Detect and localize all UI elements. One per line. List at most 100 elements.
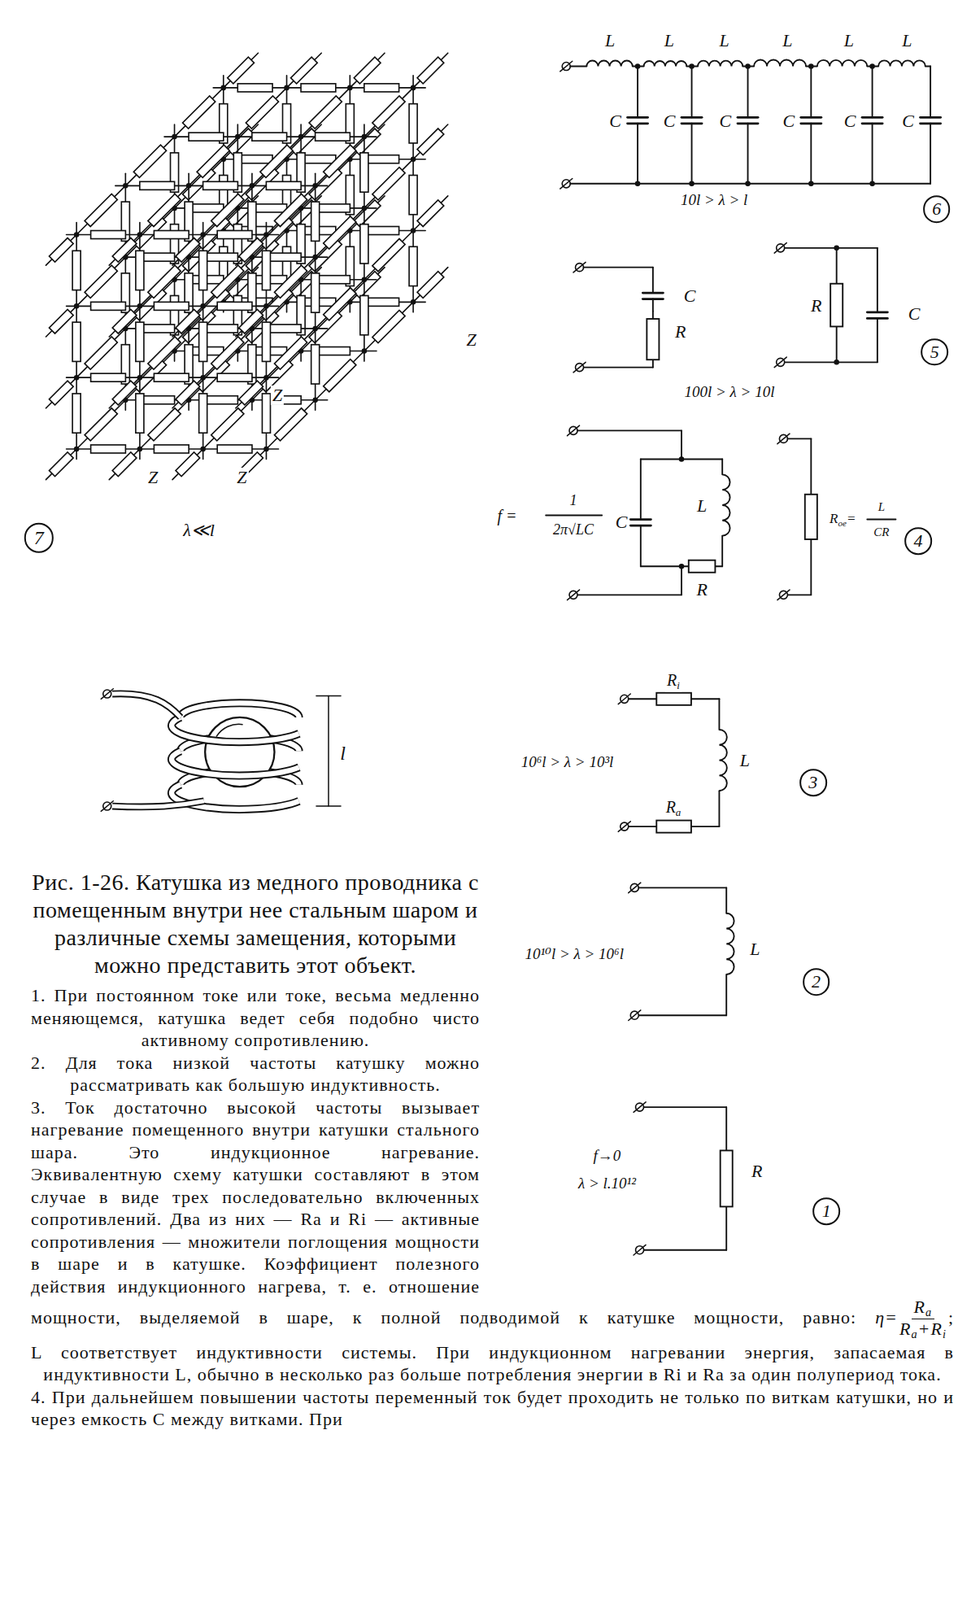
paragraph: 4. При дальнейшем повышении частоты пере… xyxy=(30,1385,954,1431)
symbol-label: Z xyxy=(464,330,478,350)
impedance-symbol xyxy=(227,128,255,156)
impedance-symbol xyxy=(188,204,224,213)
symbol-label: C xyxy=(900,111,916,131)
symbol-label: L xyxy=(603,30,617,51)
wire xyxy=(784,361,878,363)
wire xyxy=(636,66,639,118)
junction-dot xyxy=(263,231,270,238)
wire xyxy=(725,1106,728,1150)
wire xyxy=(203,328,253,378)
impedance-symbol xyxy=(139,324,175,333)
wire xyxy=(300,159,350,209)
wire xyxy=(637,65,645,68)
wire xyxy=(774,357,787,368)
wire xyxy=(929,66,932,118)
symbol-label: L xyxy=(900,30,914,51)
impedance-symbol xyxy=(291,56,318,84)
resistor-symbol xyxy=(656,820,692,833)
impedance-symbol xyxy=(353,271,381,299)
wire xyxy=(315,279,365,329)
fraction-denominator: Ra+Ri xyxy=(899,1319,947,1341)
coil-lead xyxy=(112,693,181,718)
impedance-symbol xyxy=(217,301,253,310)
impedance-symbol xyxy=(227,56,255,84)
wire xyxy=(76,328,126,378)
wire xyxy=(862,121,883,125)
impedance-symbol xyxy=(315,347,351,356)
wire xyxy=(692,65,699,68)
wire xyxy=(627,121,649,125)
wire xyxy=(638,886,727,889)
impedance-symbol xyxy=(153,230,189,240)
impedance-symbol xyxy=(48,452,74,477)
impedance-symbol xyxy=(91,444,127,453)
symbol-label: 10⁶l > λ > 10³l xyxy=(519,753,616,771)
wire xyxy=(300,301,350,351)
impedance-symbol xyxy=(252,204,288,213)
impedance-symbol xyxy=(239,380,264,405)
resistor-symbol xyxy=(646,318,659,360)
wire xyxy=(203,400,253,449)
wire xyxy=(784,247,878,249)
paragraph: 2. Для тока низкой частоты катушку можно… xyxy=(30,1051,954,1097)
junction-dot xyxy=(200,231,206,238)
wire xyxy=(691,123,693,184)
formula-text: η= xyxy=(875,1306,898,1328)
inductor-symbol xyxy=(644,60,688,67)
wire xyxy=(642,297,663,301)
impedance-symbol xyxy=(84,336,118,370)
junction-dot xyxy=(312,182,318,189)
symbol-label: C xyxy=(906,304,923,324)
wire xyxy=(413,195,449,231)
impedance-symbol xyxy=(315,204,351,213)
junction-dot xyxy=(361,205,368,212)
wire xyxy=(364,87,414,137)
junction-dot xyxy=(74,303,80,310)
wire xyxy=(725,887,728,913)
impedance-symbol xyxy=(372,239,405,272)
wire xyxy=(100,688,114,700)
wire xyxy=(748,65,755,68)
wire xyxy=(628,825,657,828)
wire xyxy=(652,359,654,367)
impedance-symbol xyxy=(72,393,81,433)
symbol-label: L xyxy=(780,30,794,51)
inductor-symbol xyxy=(722,474,730,536)
symbol-label: f→0 xyxy=(592,1147,623,1165)
wire xyxy=(681,116,702,119)
symbol-label: C xyxy=(607,111,623,131)
impedance-symbol xyxy=(203,396,239,405)
symbol-label: Ra xyxy=(664,797,684,819)
impedance-symbol xyxy=(217,230,253,240)
fraction: RaRa+Ri xyxy=(899,1297,947,1342)
resistor-symbol xyxy=(805,494,818,540)
callout-number: 4 xyxy=(904,526,932,555)
junction-dot xyxy=(263,374,270,381)
wire xyxy=(125,136,175,186)
resistor-symbol xyxy=(656,692,692,706)
impedance-symbol xyxy=(353,200,381,227)
junction-dot xyxy=(74,231,80,238)
wire xyxy=(203,185,253,235)
coil-turn-back xyxy=(180,702,300,718)
float-spacer xyxy=(479,868,954,1292)
symbol-label: L xyxy=(695,496,709,516)
wire xyxy=(627,116,649,119)
wire xyxy=(567,589,580,601)
impedance-symbol xyxy=(112,380,137,405)
impedance-symbol xyxy=(265,324,301,333)
symbol-label: R xyxy=(694,579,709,600)
symbol-label: l xyxy=(338,742,348,764)
wire xyxy=(810,65,818,68)
wire xyxy=(315,136,365,186)
wire xyxy=(577,429,682,432)
inductor-symbol xyxy=(718,729,727,791)
junction-dot xyxy=(833,359,840,366)
wire xyxy=(235,377,267,409)
impedance-symbol xyxy=(300,83,336,92)
wire xyxy=(809,123,812,184)
impedance-symbol xyxy=(84,193,118,227)
wire xyxy=(172,235,204,266)
inductor-symbol xyxy=(586,60,632,66)
junction-dot xyxy=(137,303,144,310)
